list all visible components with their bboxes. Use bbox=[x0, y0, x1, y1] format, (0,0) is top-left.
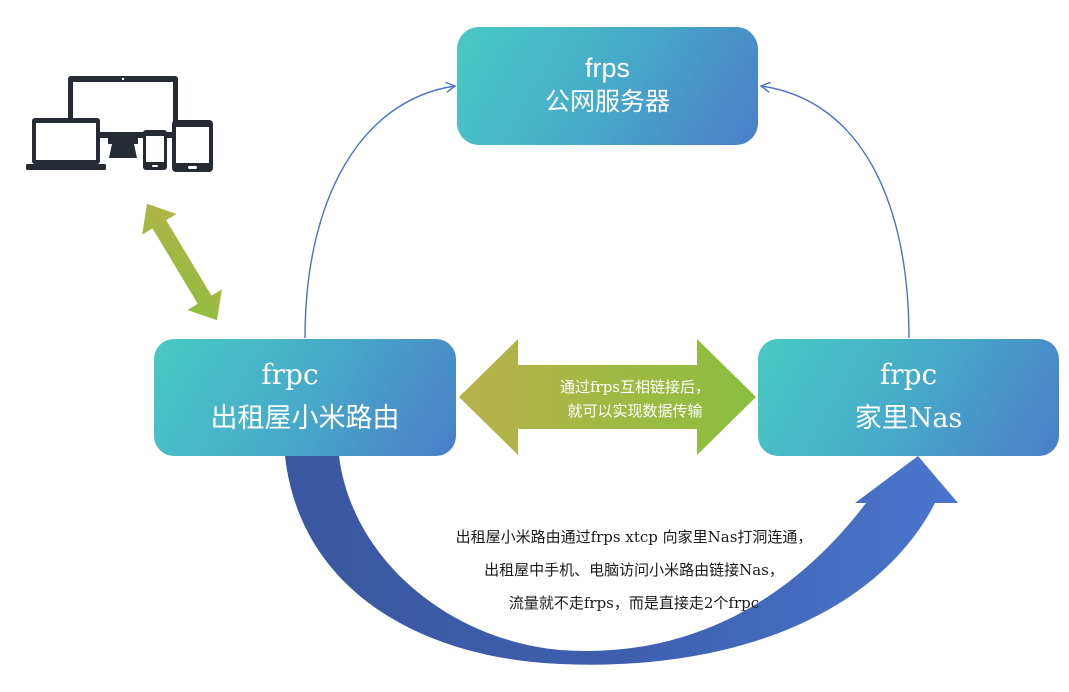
connector-router-to-server bbox=[304, 81, 457, 339]
arrow-label-line-1: 通过frps互相链接后， bbox=[559, 378, 711, 396]
bidirectional-arrow bbox=[459, 339, 756, 455]
arrow-label-line-2: 就可以实现数据传输 bbox=[567, 402, 703, 420]
note-line-3: 流量就不走frps，而是直接走2个frpc bbox=[508, 594, 760, 612]
frpc-router-node[interactable]: frpc 出租屋小米路由 bbox=[154, 339, 456, 456]
bidirectional-arrow-label: 通过frps互相链接后， 就可以实现数据传输 bbox=[515, 375, 755, 423]
router-node-title: frpc bbox=[261, 357, 319, 391]
note-line-1: 出租屋小米路由通过frps xtcp 向家里Nas打洞连通， bbox=[455, 528, 813, 546]
server-node-subtitle: 公网服务器 bbox=[544, 87, 670, 116]
devices-icon bbox=[26, 76, 213, 172]
frpc-nas-node[interactable]: frpc 家里Nas bbox=[758, 339, 1059, 456]
devices-router-arrow bbox=[142, 203, 222, 321]
server-node-title: frps bbox=[584, 53, 630, 83]
p2p-curved-arrow bbox=[285, 456, 958, 665]
p2p-explanation-note: 出租屋小米路由通过frps xtcp 向家里Nas打洞连通， 出租屋中手机、电脑… bbox=[414, 521, 854, 620]
frps-server-node[interactable]: frps 公网服务器 bbox=[457, 27, 758, 145]
nas-node-title: frpc bbox=[879, 357, 938, 391]
note-line-2: 出租屋中手机、电脑访问小米路由链接Nas， bbox=[484, 561, 784, 579]
router-node-subtitle: 出租屋小米路由 bbox=[210, 402, 400, 434]
nas-node-subtitle: 家里Nas bbox=[854, 402, 963, 434]
connector-nas-to-server bbox=[759, 81, 910, 339]
